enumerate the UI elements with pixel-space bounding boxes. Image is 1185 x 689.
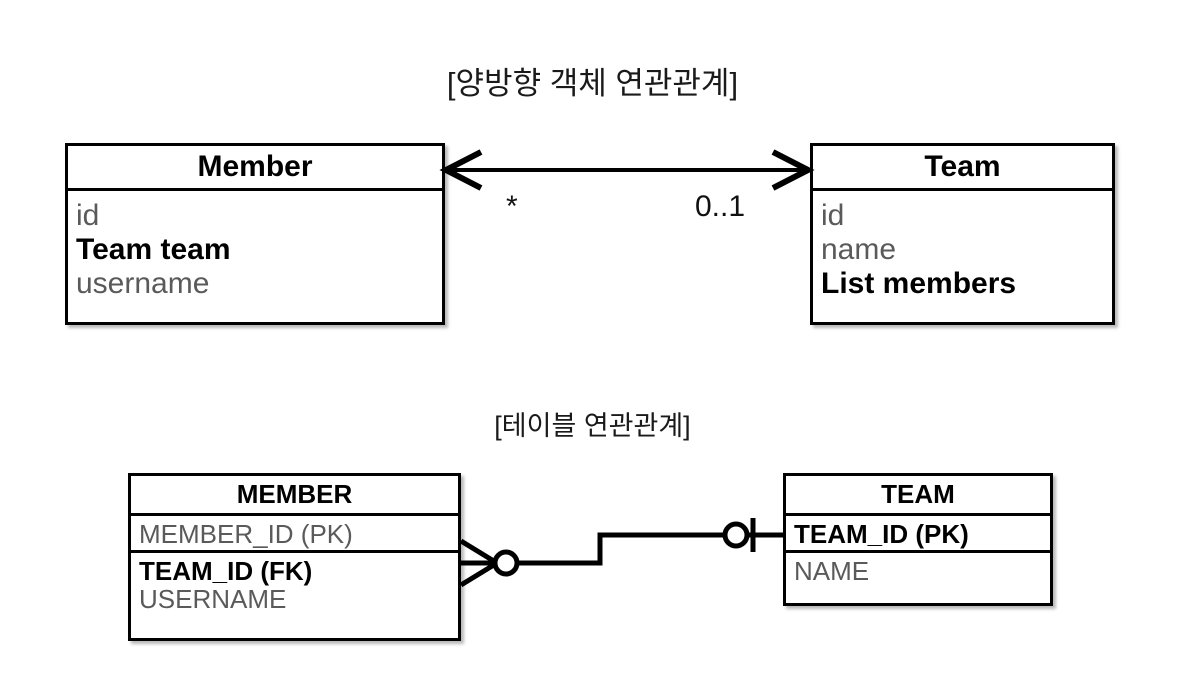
class-attribute: id [821, 199, 845, 232]
table-columns-team-pk: TEAM_ID (PK) [786, 516, 1050, 550]
class-name-team: Team [813, 146, 1112, 191]
arrowhead-left-icon [439, 149, 483, 191]
object-association-title: [양방향 객체 연관관계] [446, 66, 739, 101]
table-columns-team-rest: NAME [786, 550, 1050, 587]
table-name-team: TEAM [786, 476, 1050, 516]
table-column: TEAM_ID (FK) [139, 556, 313, 586]
cardinality-zero-circle-left-icon [492, 549, 520, 577]
table-box-member: MEMBER MEMBER_ID (PK) TEAM_ID (FK) USERN… [128, 473, 461, 641]
cardinality-zero-circle-right-icon [722, 521, 750, 549]
class-box-member: Member id Team team username [65, 143, 445, 325]
class-attribute: Team team [76, 233, 231, 266]
table-column: MEMBER_ID (PK) [139, 519, 353, 549]
class-attributes-team: id name List members [813, 191, 1112, 299]
multiplicity-source: * [506, 190, 518, 223]
relationship-line [516, 532, 726, 566]
multiplicity-target: 0..1 [695, 190, 746, 223]
crows-foot-many-icon [459, 538, 499, 588]
table-column: USERNAME [139, 584, 287, 614]
class-attribute: List members [821, 267, 1017, 300]
table-columns-member-rest: TEAM_ID (FK) USERNAME [131, 550, 458, 615]
table-columns-member-pk: MEMBER_ID (PK) [131, 516, 458, 550]
table-box-team: TEAM TEAM_ID (PK) NAME [783, 473, 1053, 606]
table-column: NAME [794, 556, 870, 586]
class-box-team: Team id name List members [810, 143, 1115, 325]
class-attributes-member: id Team team username [68, 191, 442, 299]
class-name-member: Member [68, 146, 442, 191]
class-attribute: name [821, 233, 897, 266]
class-attribute: id [76, 199, 100, 232]
table-column: TEAM_ID (PK) [794, 519, 969, 549]
table-name-member: MEMBER [131, 476, 458, 516]
arrowhead-right-icon [771, 149, 815, 191]
table-association-title: [테이블 연관관계] [494, 411, 691, 441]
class-attribute: username [76, 267, 210, 300]
